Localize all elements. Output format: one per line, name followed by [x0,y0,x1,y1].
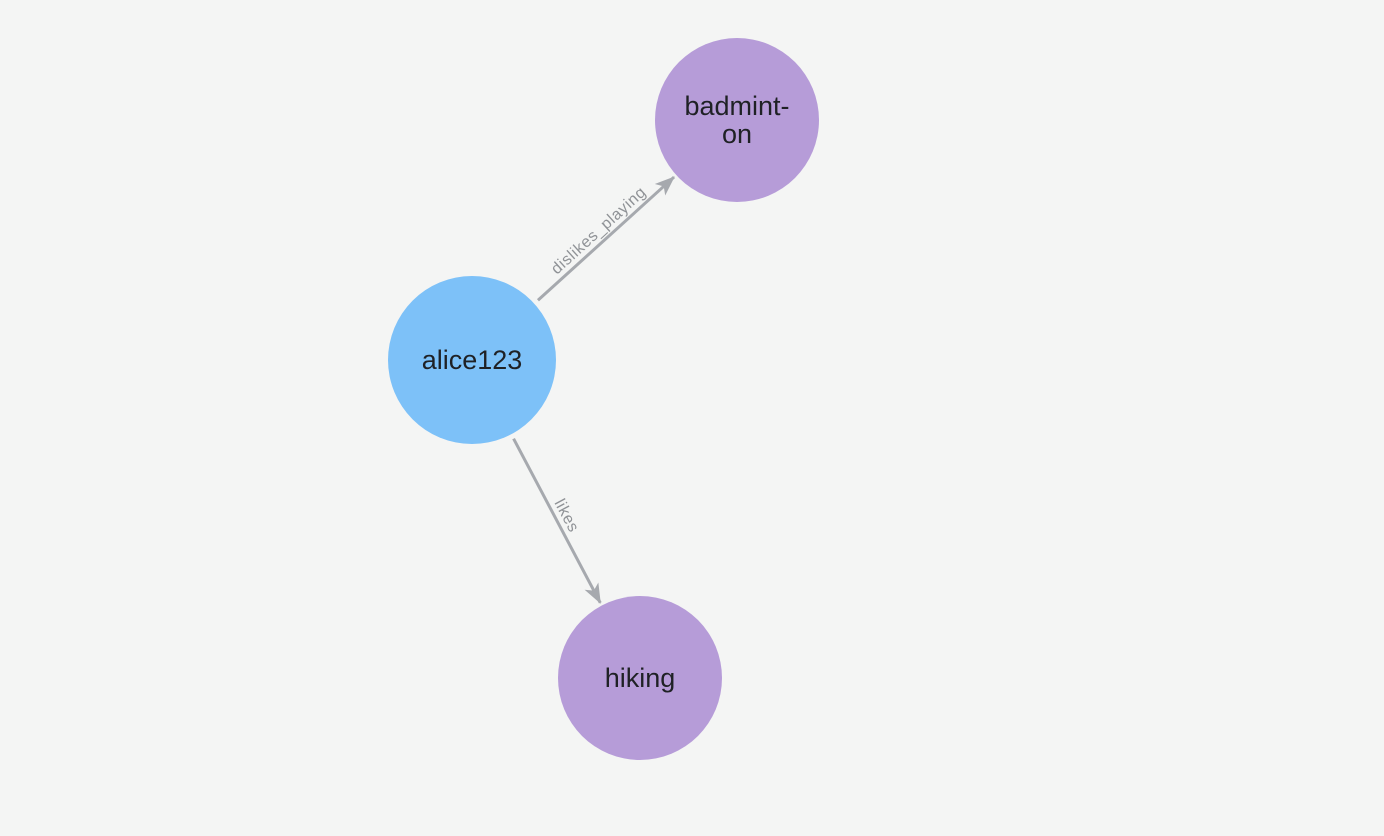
edges-layer [512,175,676,604]
edge-label: dislikes_playing [548,184,650,278]
graph-node-alice123[interactable] [388,276,556,444]
graph-edge-dislikes_playing[interactable] [536,175,676,302]
graph-node-hiking[interactable] [558,596,722,760]
graph-edge-likes[interactable] [512,437,602,604]
graph-node-badminton[interactable] [655,38,819,202]
